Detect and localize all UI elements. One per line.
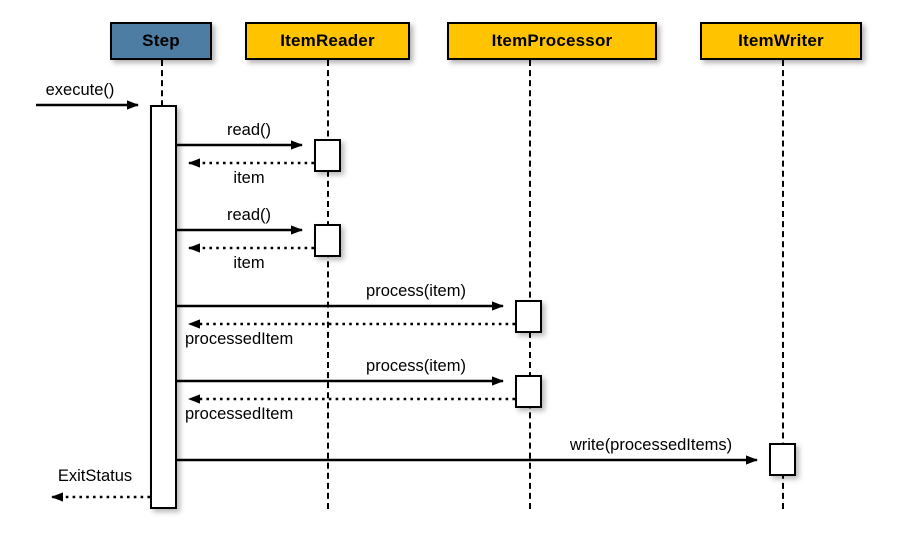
lifeline-item-writer [782,60,784,509]
participant-step[interactable]: Step [110,22,212,60]
activation-bar-item-processor-1 [515,300,542,333]
activation-bar-item-writer-1 [769,443,796,476]
message-label-item-return-1: item [233,169,265,187]
lifeline-item-processor [529,60,531,509]
participant-label: ItemProcessor [491,31,613,50]
message-label-process-1: process(item) [366,282,466,300]
message-label-read-1: read() [226,121,272,139]
message-label-exit-status: ExitStatus [57,467,133,485]
activation-bar-step [150,105,177,509]
message-label-write: write(processedItems) [569,436,733,454]
activation-bar-item-reader-1 [314,139,341,172]
lifeline-item-reader [327,60,329,509]
message-label-process-2: process(item) [366,357,466,375]
message-label-execute: execute() [45,81,115,99]
participant-label: ItemReader [280,31,375,50]
message-label-item-return-2: item [233,254,265,272]
message-label-processed-item-return-2: processedItem [185,405,294,423]
activation-bar-item-processor-2 [515,375,542,408]
message-label-processed-item-return-1: processedItem [185,330,294,348]
participant-item-processor[interactable]: ItemProcessor [447,22,657,60]
participant-item-writer[interactable]: ItemWriter [700,22,862,60]
message-label-read-2: read() [226,206,272,224]
activation-bar-item-reader-2 [314,224,341,257]
participant-label: Step [142,31,180,50]
participant-label: ItemWriter [738,31,824,50]
participant-item-reader[interactable]: ItemReader [245,22,410,60]
